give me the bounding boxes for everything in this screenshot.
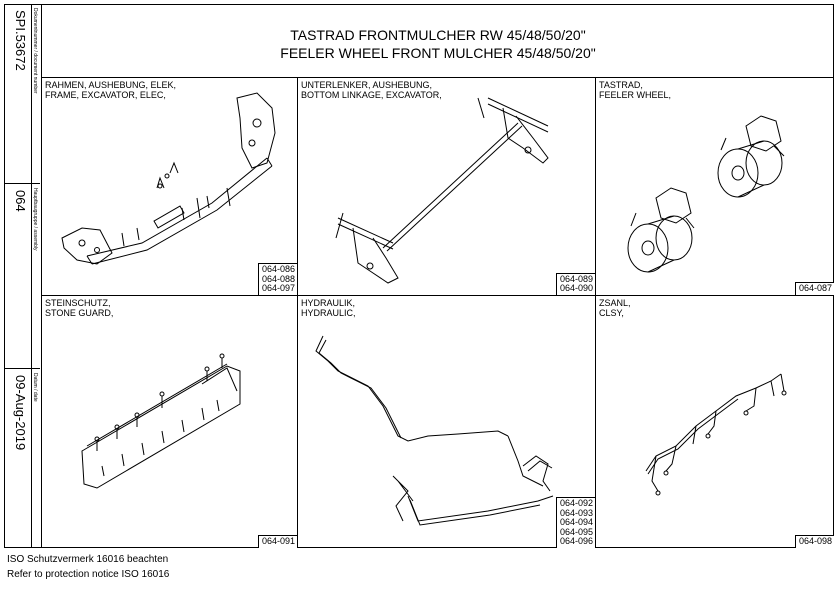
part-ref[interactable]: 064-097 bbox=[261, 283, 295, 294]
date-caption: Datum / date bbox=[32, 373, 38, 402]
part-ref[interactable]: 064-096 bbox=[559, 536, 593, 547]
part-ref-box: 064-091 bbox=[257, 535, 297, 548]
assembly-cell: Hauptbaugruppe / assembly 064 bbox=[4, 184, 40, 369]
frame-drawing bbox=[61, 92, 276, 265]
part-ref-box: 064-086 064-088 064-097 bbox=[257, 263, 297, 295]
drawing-frame bbox=[4, 4, 834, 548]
panel-label: STEINSCHUTZ, STONE GUARD, bbox=[45, 298, 114, 318]
panel-label: RAHMEN, AUSHEBUNG, ELEK, FRAME, EXCAVATO… bbox=[45, 80, 177, 100]
panel-feeler-wheel[interactable]: TASTRAD, FEELER WHEEL, 064-087 bbox=[596, 78, 834, 296]
part-ref[interactable]: 064-086 bbox=[261, 264, 295, 275]
panel-hydraulic[interactable]: HYDRAULIK, HYDRAULIC, 064-092 064-093 06… bbox=[298, 296, 596, 548]
assembly-caption: Hauptbaugruppe / assembly bbox=[32, 188, 38, 251]
part-ref[interactable]: 064-088 bbox=[261, 273, 295, 284]
document-number-caption: Dokumentnummer / document number bbox=[32, 8, 38, 94]
sidebar: Dokumentnummer / document number SPI.536… bbox=[4, 4, 42, 548]
part-ref[interactable]: 064-091 bbox=[261, 536, 295, 547]
protection-notice-english: Refer to protection notice ISO 16016 bbox=[7, 569, 170, 580]
panel-frame[interactable]: RAHMEN, AUSHEBUNG, ELEK, FRAME, EXCAVATO… bbox=[42, 78, 298, 296]
stone-guard-drawing bbox=[81, 353, 241, 489]
part-ref-box: 064-092 064-093 064-094 064-095 064-096 bbox=[555, 497, 595, 548]
panel-bottom-linkage[interactable]: UNTERLENKER, AUSHEBUNG, BOTTOM LINKAGE, … bbox=[298, 78, 596, 296]
part-ref[interactable]: 064-095 bbox=[559, 526, 593, 537]
part-ref[interactable]: 064-092 bbox=[559, 498, 593, 509]
part-ref[interactable]: 064-093 bbox=[559, 507, 593, 518]
part-ref-box: 064-098 bbox=[794, 535, 834, 548]
part-ref[interactable]: 064-090 bbox=[559, 283, 593, 294]
hydraulic-drawing bbox=[315, 335, 554, 526]
panel-label: UNTERLENKER, AUSHEBUNG, BOTTOM LINKAGE, … bbox=[301, 80, 442, 100]
title-german: TASTRAD FRONTMULCHER RW 45/48/50/20" bbox=[290, 27, 586, 43]
bottom-linkage-drawing bbox=[335, 97, 549, 284]
part-ref[interactable]: 064-094 bbox=[559, 517, 593, 528]
part-ref[interactable]: 064-098 bbox=[798, 536, 832, 547]
assembly-number: 064 bbox=[13, 190, 28, 212]
part-ref-box: 064-087 bbox=[794, 282, 834, 295]
cable-system-drawing bbox=[645, 373, 787, 496]
panel-label: ZSANL, CLSY, bbox=[599, 298, 631, 318]
document-number-cell: Dokumentnummer / document number SPI.536… bbox=[4, 4, 40, 184]
part-ref-box: 064-089 064-090 bbox=[555, 272, 595, 295]
date: 09-Aug-2019 bbox=[13, 375, 28, 451]
panel-stone-guard[interactable]: STEINSCHUTZ, STONE GUARD, 064-091 bbox=[42, 296, 298, 548]
date-cell: Datum / date 09-Aug-2019 bbox=[4, 369, 40, 548]
title-english: FEELER WHEEL FRONT MULCHER 45/48/50/20" bbox=[280, 45, 596, 61]
title-block: TASTRAD FRONTMULCHER RW 45/48/50/20" FEE… bbox=[42, 4, 834, 78]
panel-label: HYDRAULIK, HYDRAULIC, bbox=[301, 298, 356, 318]
part-ref[interactable]: 064-089 bbox=[559, 273, 593, 284]
feeler-wheel-drawing bbox=[627, 115, 785, 273]
document-number: SPI.53672 bbox=[13, 10, 28, 71]
part-ref[interactable]: 064-087 bbox=[798, 283, 832, 294]
panel-label: TASTRAD, FEELER WHEEL, bbox=[599, 80, 672, 100]
panel-cable-system[interactable]: ZSANL, CLSY, 064-098 bbox=[596, 296, 834, 548]
protection-notice-german: ISO Schutzvermerk 16016 beachten bbox=[7, 554, 169, 565]
